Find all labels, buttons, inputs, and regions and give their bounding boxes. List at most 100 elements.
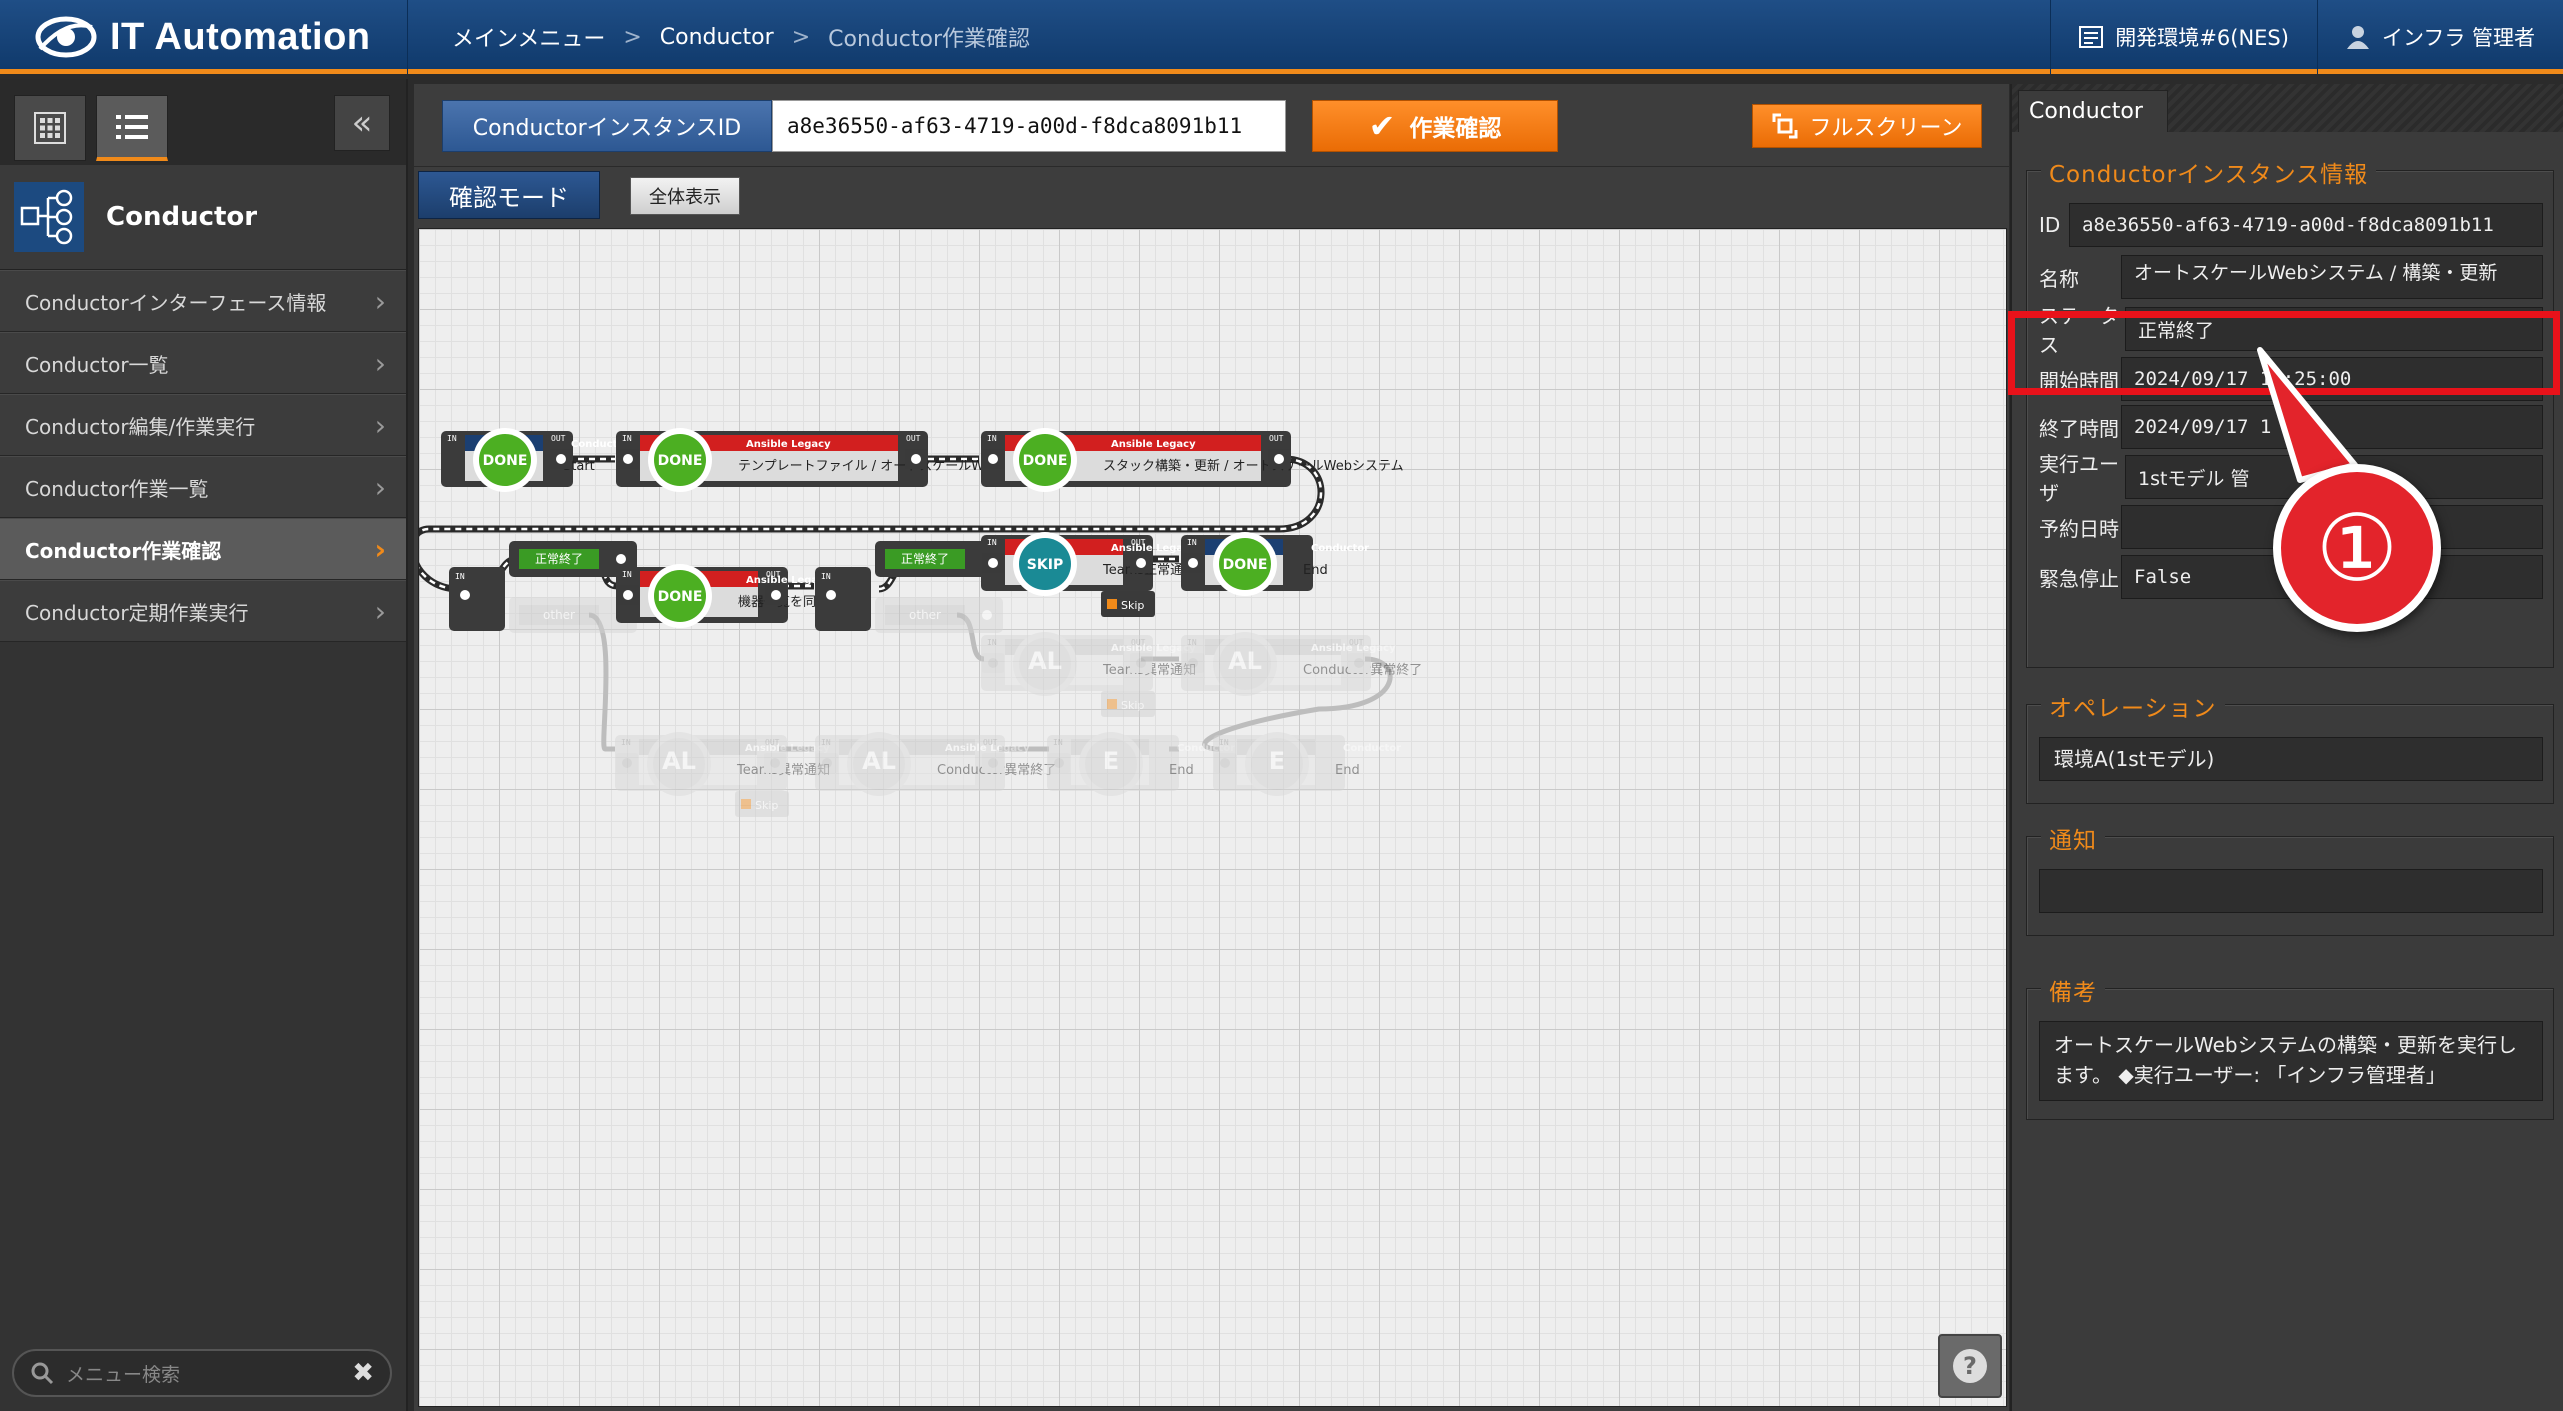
condition-node[interactable]: 正常終了	[509, 541, 637, 577]
flow-node[interactable]: Ansible LegacyTeams異常通知ALINOUTSkip	[615, 732, 830, 817]
node-status-label: E	[1103, 747, 1119, 775]
operation-title: オペレーション	[2041, 689, 2225, 723]
instance-id-input[interactable]: a8e36550-af63-4719-a00d-f8dca8091b11	[772, 100, 1286, 152]
node-port[interactable]	[1130, 653, 1152, 673]
condition-node[interactable]: other	[875, 597, 1003, 633]
list-view-tab[interactable]	[96, 95, 168, 161]
skip-checkbox-icon	[1107, 699, 1117, 709]
sidebar-item-3[interactable]: Conductor作業一覧›	[0, 456, 406, 518]
node-frame	[815, 735, 1005, 791]
menu-group-title: Conductor	[106, 202, 258, 232]
node-port-dot	[460, 590, 470, 600]
node-port[interactable]	[982, 753, 1004, 773]
node-status-circle	[1019, 638, 1071, 690]
port-out-label: OUT	[983, 738, 998, 747]
condition-frame	[875, 597, 1003, 633]
tab-conductor[interactable]: Conductor	[2018, 90, 2168, 132]
node-port-dot	[1354, 658, 1364, 668]
node-status-label: DONE	[1223, 557, 1268, 573]
skip-label: Skip	[755, 799, 778, 812]
info-key: 緊急停止	[2039, 566, 2119, 591]
chevron-right-icon: ›	[374, 532, 386, 566]
clear-search-icon[interactable]: ✖	[352, 1358, 374, 1388]
user-menu-button[interactable]: インフラ 管理者	[2316, 0, 2563, 74]
remarks-section: 備考 オートスケールWebシステムの構築・更新を実行します。 ◆実行ユーザー: …	[2026, 973, 2554, 1120]
skip-checkbox-icon	[741, 799, 751, 809]
grid-icon	[34, 112, 66, 144]
search-placeholder: メニュー検索	[66, 1363, 181, 1386]
condition-tag	[885, 605, 965, 625]
breadcrumb-conductor[interactable]: Conductor	[659, 24, 774, 50]
operation-value: 環境A(1stモデル)	[2039, 737, 2543, 781]
chevron-right-icon: ›	[374, 346, 386, 380]
node-port[interactable]	[982, 653, 1004, 673]
node-port-dot	[1136, 558, 1146, 568]
flow-node[interactable]: Ansible LegacyConductor異常終了ALINOUT	[1181, 632, 1422, 696]
info-key: ID	[2039, 213, 2061, 237]
app-logo[interactable]: IT Automation	[0, 0, 408, 74]
sidebar-item-2[interactable]: Conductor編集/作業実行›	[0, 394, 406, 456]
flow-node[interactable]: Ansible Legacy機器一覧を同期DONEINOUT	[616, 564, 831, 628]
condition-label: other	[543, 608, 575, 622]
skip-badge	[1101, 591, 1155, 617]
flow-connector-inactive	[1202, 656, 1393, 752]
sidebar-item-label: Conductorインターフェース情報	[25, 290, 327, 315]
node-port[interactable]	[764, 753, 786, 773]
fullscreen-button[interactable]: フルスクリーン	[1752, 104, 1982, 148]
condition-tag	[519, 549, 599, 569]
help-button[interactable]: ?	[1938, 1334, 2002, 1398]
environment-button[interactable]: 開発環境#6(NES)	[2050, 0, 2317, 74]
node-status-circle	[654, 434, 706, 486]
node-port[interactable]	[1214, 753, 1236, 773]
node-port-dot	[982, 610, 992, 620]
menu-search-input[interactable]: メニュー検索 ✖	[12, 1349, 392, 1397]
node-port[interactable]	[1048, 753, 1070, 773]
node-type-label: Ansible Legacy	[1111, 543, 1196, 554]
sidebar-item-5[interactable]: Conductor定期作業実行›	[0, 580, 406, 642]
sidebar-item-0[interactable]: Conductorインターフェース情報›	[0, 270, 406, 332]
node-type-label: Ansible Legacy	[745, 743, 830, 754]
node-status-ring	[1245, 732, 1309, 796]
node-status-label: E	[1269, 747, 1285, 775]
sidebar-item-4[interactable]: Conductor作業確認›	[0, 518, 406, 580]
list-icon	[116, 114, 148, 139]
merge-node[interactable]: IN	[449, 567, 505, 631]
menu-group-header: Conductor	[0, 165, 406, 270]
logo-icon	[35, 16, 97, 58]
svg-text:?: ?	[1963, 1352, 1977, 1380]
node-port-dot	[988, 758, 998, 768]
breadcrumb-main-menu[interactable]: メインメニュー	[452, 27, 606, 52]
port-in-label: IN	[987, 434, 997, 443]
sidebar-item-1[interactable]: Conductor一覧›	[0, 332, 406, 394]
flow-node[interactable]: Ansible LegacyTeams異常通知ALINOUTSkip	[981, 632, 1196, 717]
skip-badge	[1101, 691, 1155, 717]
node-port[interactable]	[616, 753, 638, 773]
show-all-button[interactable]: 全体表示	[630, 177, 740, 215]
flow-node[interactable]: Ansible LegacyConductor異常終了ALINOUT	[815, 732, 1056, 796]
skip-checkbox-icon	[1107, 599, 1117, 609]
notice-title: 通知	[2041, 821, 2105, 855]
check-mode-button[interactable]: 確認モード	[418, 171, 600, 219]
node-port[interactable]	[1348, 653, 1370, 673]
merge-node[interactable]: IN	[815, 567, 871, 631]
node-port[interactable]	[1182, 653, 1204, 673]
breadcrumb: メインメニュー > Conductor > Conductor作業確認	[452, 0, 1030, 74]
port-in-label: IN	[622, 434, 632, 443]
condition-tag	[885, 549, 965, 569]
collapse-sidebar-button[interactable]: «	[334, 95, 390, 151]
confirm-work-button[interactable]: ✔ 作業確認	[1312, 100, 1558, 152]
node-name: End	[1169, 763, 1194, 778]
flow-node[interactable]: Ansible LegacyTeams正常通知SKIPINOUTSkip	[981, 532, 1196, 617]
node-port[interactable]	[816, 753, 838, 773]
node-status-circle	[479, 434, 531, 486]
sidebar-item-label: Conductor編集/作業実行	[25, 414, 256, 439]
port-in-label: IN	[1187, 538, 1197, 547]
grid-view-tab[interactable]	[14, 95, 86, 161]
